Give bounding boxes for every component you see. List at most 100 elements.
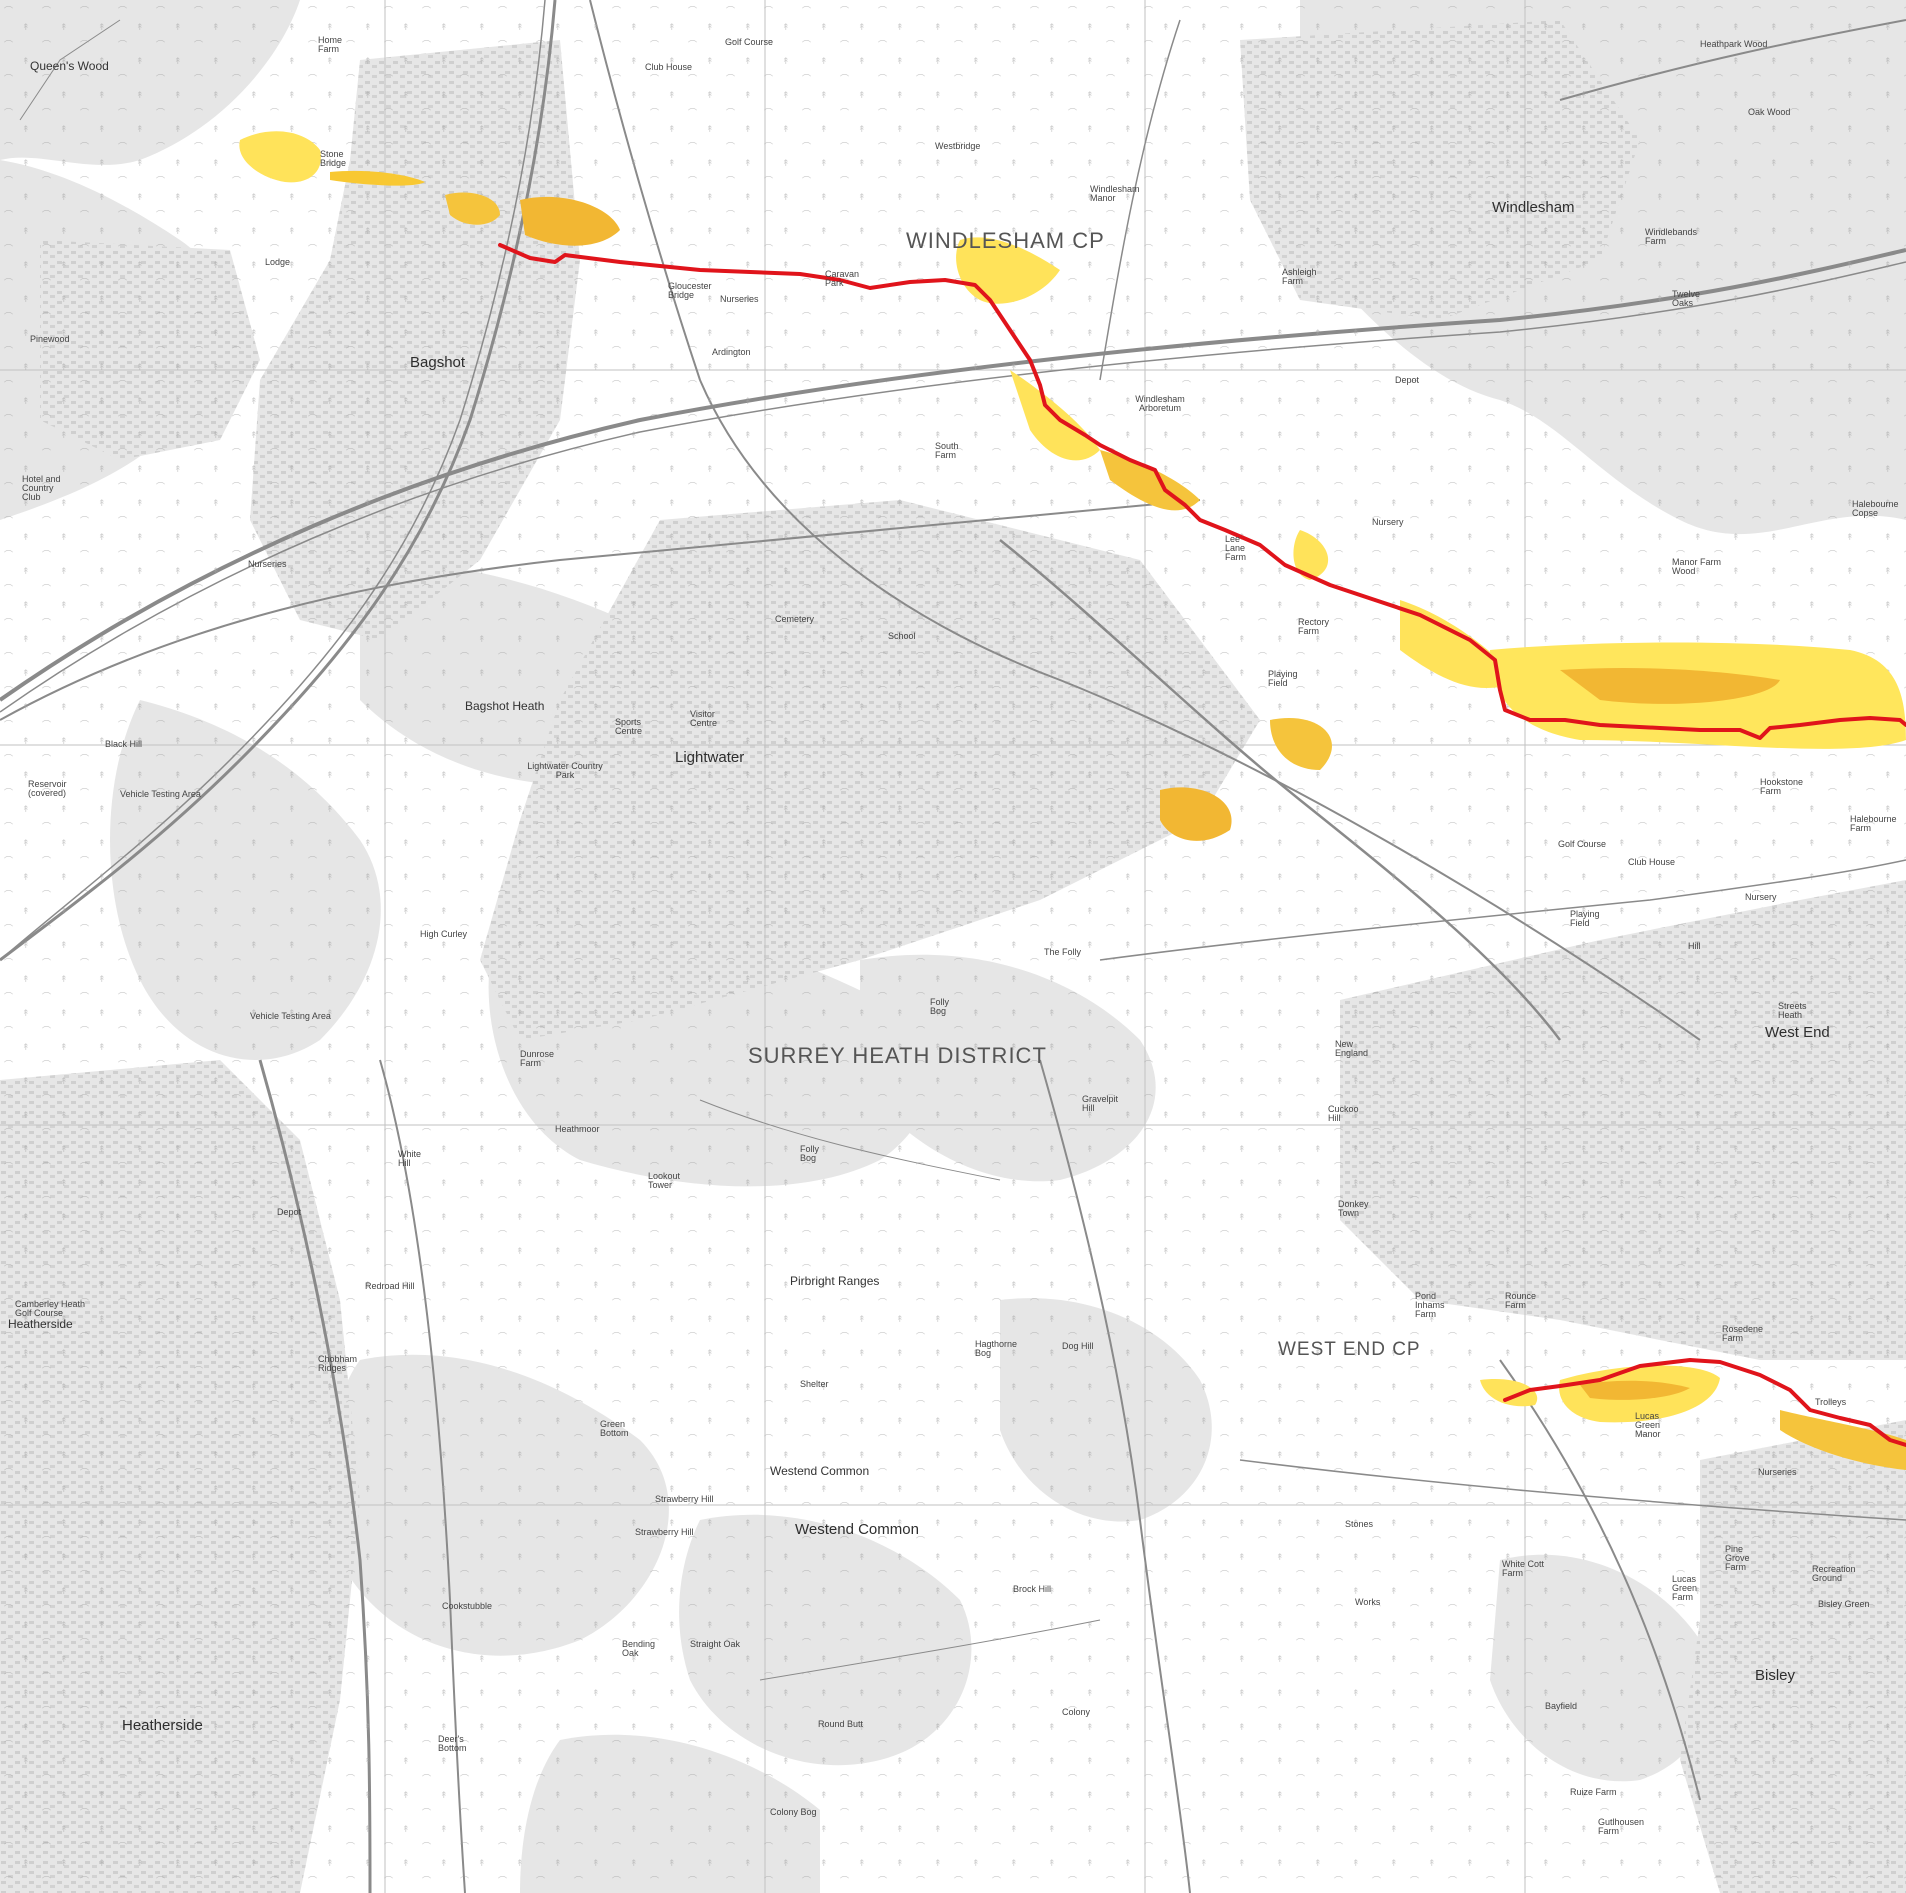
label-bayfield: Bayfield xyxy=(1545,1701,1578,1711)
label-bisley-green: Bisley Green xyxy=(1818,1599,1870,1609)
place-westend-common-1: Westend Common xyxy=(770,1464,870,1478)
label-golf-course-2: Golf Course xyxy=(1558,839,1607,849)
label-pinewood: Pinewood xyxy=(30,334,70,344)
label-pond-inhams-farm: Pond Inhams Farm xyxy=(1415,1291,1445,1319)
label-redroad-hill: Redroad Hill xyxy=(365,1281,415,1291)
label-club-house: Club House xyxy=(645,62,693,72)
label-ardington: Ardington xyxy=(712,347,751,357)
label-the-folly: The Folly xyxy=(1044,947,1082,957)
label-halebourne-copse: Halebourne Copse xyxy=(1852,499,1899,518)
place-bisley: Bisley xyxy=(1755,1667,1796,1684)
label-rosedene-farm: Rosedene Farm xyxy=(1722,1324,1764,1343)
label-manor-farm-wood: Manor Farm Wood xyxy=(1672,557,1722,576)
label-gravelpit-hill: Gravelpit Hill xyxy=(1082,1094,1119,1113)
place-vehicle-testing-area: Vehicle Testing Area xyxy=(250,1011,331,1021)
label-lee-lane-farm: Lee Lane Farm xyxy=(1225,534,1246,562)
label-lucas-green-farm: Lucas Green Farm xyxy=(1672,1574,1698,1602)
label-south-farm: South Farm xyxy=(935,441,959,460)
label-hotel-country-club: Hotel and Country Club xyxy=(22,474,61,502)
label-playing-field-2: Playing Field xyxy=(1268,669,1298,688)
place-lightwater-country-park: Lightwater Country Park xyxy=(527,761,603,780)
label-bending-oak: Bending Oak xyxy=(622,1639,656,1658)
label-sports-centre: Sports Centre xyxy=(615,717,643,736)
label-brock-hill: Brock Hill xyxy=(1013,1584,1052,1594)
label-hill: Hill xyxy=(1688,941,1701,951)
label-club-house-2: Club House xyxy=(1628,857,1676,867)
label-chobham-ridges: Chobham Ridges xyxy=(318,1354,358,1373)
label-dunrose-farm: Dunrose Farm xyxy=(520,1049,555,1068)
label-twelve-oaks: Twelve Oaks xyxy=(1672,289,1701,308)
admin-label-windlesham: WINDLESHAM CP xyxy=(906,228,1105,253)
place-bagshot: Bagshot xyxy=(410,354,466,371)
label-black-hill: Black Hill xyxy=(105,739,143,749)
label-windlesham-manor: Windlesham Manor xyxy=(1090,184,1140,203)
place-westend-common-2: Westend Common xyxy=(795,1521,919,1538)
place-west-end: West End xyxy=(1765,1024,1830,1041)
label-gloucester-bridge: Gloucester Bridge xyxy=(668,281,712,300)
label-deers-bottom: Deer's Bottom xyxy=(438,1734,467,1753)
label-high-curley: High Curley xyxy=(420,929,468,939)
route-line xyxy=(498,243,1906,740)
label-lucas-green-manor: Lucas Green Manor xyxy=(1635,1411,1661,1439)
label-hagthorne-bog: Hagthorne Bog xyxy=(975,1339,1018,1358)
label-donkey-town: Donkey Town xyxy=(1338,1199,1369,1218)
label-halebourne-farm: Halebourne Farm xyxy=(1850,814,1897,833)
label-vehicle-testing-area-2: Vehicle Testing Area xyxy=(120,789,201,799)
label-cuckoo-hill: Cuckoo Hill xyxy=(1328,1104,1359,1123)
label-folly-bog: Folly Bog xyxy=(930,997,950,1016)
label-dog-hill: Dog Hill xyxy=(1062,1341,1094,1351)
label-streets-heath: Streets Heath xyxy=(1778,1001,1807,1020)
label-oak-wood: Oak Wood xyxy=(1748,107,1791,117)
label-lookout-tower: Lookout Tower xyxy=(648,1171,681,1190)
label-nursery-2: Nursery xyxy=(1745,892,1777,902)
label-depot-2: Depot xyxy=(277,1207,302,1217)
label-colony-bog: Colony Bog xyxy=(770,1807,817,1817)
label-stones: Stones xyxy=(1345,1519,1374,1529)
label-heathmoor: Heathmoor xyxy=(555,1124,600,1134)
label-new-england: New England xyxy=(1335,1039,1369,1058)
label-depot: Depot xyxy=(1395,375,1420,385)
label-gutlhousen-farm: Gutlhousen Farm xyxy=(1598,1817,1645,1836)
admin-label-west-end: WEST END CP xyxy=(1278,1339,1421,1360)
label-visitor-centre: Visitor Centre xyxy=(690,709,718,728)
label-westbridge: Westbridge xyxy=(935,141,981,151)
label-green-bottom: Green Bottom xyxy=(600,1419,629,1438)
label-white-hill: White Hill xyxy=(398,1149,422,1168)
label-heathpark-wood: Heathpark Wood xyxy=(1700,39,1768,49)
label-home-farm: Home Farm xyxy=(318,35,343,54)
label-strawberry-hill-2: Strawberry Hill xyxy=(635,1527,694,1537)
label-nurseries: Nurseries xyxy=(720,294,759,304)
label-stone-bridge: Stone Bridge xyxy=(320,149,347,168)
label-reservoir: Reservoir (covered) xyxy=(28,779,67,798)
place-windlesham-arboretum: Windlesham Arboretum xyxy=(1135,394,1185,413)
place-lightwater: Lightwater xyxy=(675,749,745,766)
label-ashleigh-farm: Ashleigh Farm xyxy=(1282,267,1317,286)
label-nurseries-3: Nurseries xyxy=(248,559,287,569)
label-rounce-farm: Rounce Farm xyxy=(1505,1291,1537,1310)
label-recreation-ground: Recreation Ground xyxy=(1812,1564,1856,1583)
label-round-butt: Round Butt xyxy=(818,1719,864,1729)
label-nurseries-2: Nurseries xyxy=(1758,1467,1797,1477)
label-windlebands-farm: Windlebands Farm xyxy=(1645,227,1698,246)
label-colony: Colony xyxy=(1062,1707,1091,1717)
label-trolleys: Trolleys xyxy=(1815,1397,1847,1407)
admin-label-surrey-heath: SURREY HEATH DISTRICT xyxy=(748,1043,1047,1068)
label-white-cott-farm: White Cott Farm xyxy=(1502,1559,1545,1578)
place-heatherside-1: Heatherside xyxy=(8,1317,73,1331)
label-playing-field: Playing Field xyxy=(1570,909,1600,928)
label-folly-bog-2: Folly Bog xyxy=(800,1144,820,1163)
label-rectory-farm: Rectory Farm xyxy=(1298,617,1330,636)
label-school: School xyxy=(888,631,916,641)
label-ruize-farm: Ruize Farm xyxy=(1570,1787,1617,1797)
label-lodge: Lodge xyxy=(265,257,291,267)
label-works: Works xyxy=(1355,1597,1381,1607)
label-strawberry-hill: Strawberry Hill xyxy=(655,1494,714,1504)
label-camberley-heath-golf-course: Camberley Heath Golf Course xyxy=(15,1299,86,1318)
place-pirbright-ranges: Pirbright Ranges xyxy=(790,1274,880,1288)
label-nursery: Nursery xyxy=(1372,517,1404,527)
label-caravan-park: Caravan Park xyxy=(825,269,860,288)
label-cemetery: Cemetery xyxy=(775,614,815,624)
